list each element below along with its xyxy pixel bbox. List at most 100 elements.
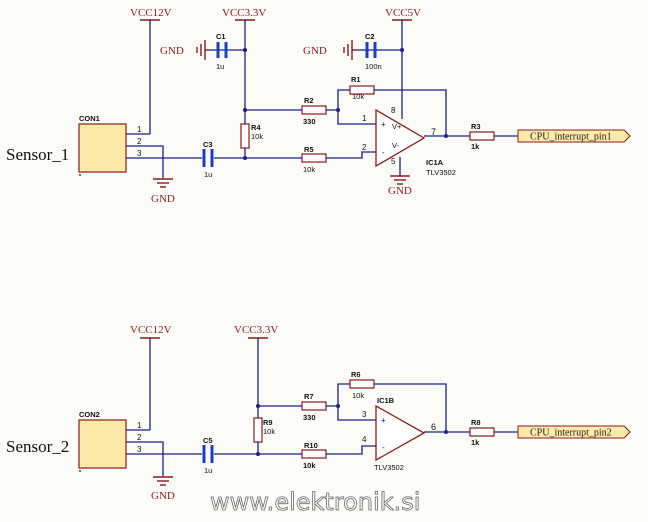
gnd-label-c1: GND [160, 45, 184, 57]
r5-body [301, 153, 327, 163]
opamp-ic1a-body [375, 108, 426, 168]
gnd-label-c2: GND [303, 45, 327, 57]
r3-ref: R3 [471, 122, 481, 131]
c2-value: 100n [365, 62, 382, 71]
r10-to-minus-wire [326, 445, 376, 455]
junction-r7 [256, 404, 260, 408]
ic1a-pin-vminus-number: 5 [391, 157, 396, 166]
r7-body [301, 401, 327, 411]
con2-ref: CON2 [79, 410, 100, 419]
junction-c1 [243, 48, 247, 52]
circuit-1: Sensor_1 CON1 1 2 3 VCC12V GND C3 1u VCC… [6, 7, 631, 205]
vcc12-label-2: VCC12V [130, 324, 172, 336]
r4-value: 10k [251, 132, 263, 141]
r7-to-plus-wire [326, 405, 376, 421]
vcc33-label-1: VCC3.3V [222, 7, 266, 19]
r8-ref: R8 [471, 418, 481, 427]
ic1a-ref: IC1A [426, 158, 444, 167]
r5-ref: R5 [304, 145, 314, 154]
gnd-label-con2: GND [151, 490, 175, 502]
con1-pin-marker [79, 174, 81, 176]
con2-pin3-number: 3 [137, 445, 142, 454]
c5-value: 1u [204, 466, 212, 475]
r5-value: 10k [303, 165, 315, 174]
vcc12-label-1: VCC12V [130, 7, 172, 19]
r1-value: 10k [352, 92, 364, 101]
circuit-2: Sensor_2 CON2 1 2 3 VCC12V GND C5 1u VCC… [6, 324, 631, 502]
con1-pin3-number: 3 [137, 149, 142, 158]
ic1a-vminus-sym: V- [392, 141, 400, 150]
ic1b-minus-sign: - [382, 443, 385, 452]
r10-value: 10k [303, 461, 316, 470]
r2-ref: R2 [304, 96, 314, 105]
r7-ref: R7 [304, 392, 314, 401]
c1-value: 1u [216, 62, 224, 71]
r3-value: 1k [471, 142, 480, 151]
ic1a-pin-out-number: 7 [431, 127, 436, 137]
r5-to-minus-wire [326, 151, 376, 159]
junction-r2 [243, 108, 247, 112]
ic1b-pin-out-number: 6 [431, 422, 436, 432]
watermark: www.elektronik.si [210, 488, 420, 516]
con2-pin1-number: 1 [137, 421, 142, 430]
r2-value: 330 [303, 117, 316, 126]
con1-body [78, 123, 127, 173]
net-port-cpu-pin2 [517, 425, 631, 439]
ic1a-pin-vplus-number: 8 [391, 106, 396, 115]
gnd-label-con1: GND [151, 193, 175, 205]
r10-ref: R10 [304, 441, 318, 450]
ic1b-part: TLV3502 [374, 463, 404, 472]
r6-body [349, 379, 375, 389]
ic1b-ref: IC1B [377, 396, 395, 405]
ic1a-pin-minus-number: 2 [362, 143, 367, 152]
net-port-cpu-pin1-label: CPU_interrupt_pin1 [530, 132, 612, 143]
r6-right-wire [374, 383, 447, 432]
ic1b-pin-minus-number: 4 [362, 435, 367, 444]
gnd-symbol-con1 [153, 178, 173, 188]
net-port-cpu-pin1 [517, 129, 631, 143]
vcc33-label-2: VCC3.3V [234, 324, 278, 336]
ic1a-plus-sign: + [381, 120, 386, 129]
net-port-cpu-pin2-label: CPU_interrupt_pin2 [530, 428, 612, 439]
r9-body [253, 417, 263, 443]
r7-value: 330 [303, 413, 316, 422]
gnd-symbol-con2 [153, 476, 173, 486]
junction-r9-bottom [256, 452, 260, 456]
ic1a-vplus-sym: V+ [392, 122, 402, 131]
r8-body [469, 427, 495, 437]
vcc5-label: VCC5V [385, 7, 421, 19]
ic1b-pin-plus-number: 3 [362, 410, 367, 419]
r9-value: 10k [263, 427, 275, 436]
r8-value: 1k [471, 438, 480, 447]
c1-ref: C1 [216, 32, 226, 41]
con1-ref: CON1 [79, 114, 100, 123]
r1-left-wire [337, 89, 350, 110]
r6-value: 10k [352, 391, 364, 400]
sensor-2-label: Sensor_2 [6, 437, 69, 456]
r1-ref: R1 [351, 75, 361, 84]
c2-ref: C2 [365, 32, 375, 41]
con2-pin-marker [79, 470, 81, 472]
con1-gnd-wire [150, 145, 164, 178]
junction-r4-bottom [243, 156, 247, 160]
gnd-symbol-c2 [343, 40, 355, 60]
r2-body [301, 105, 327, 115]
con1-pin1-number: 1 [137, 125, 142, 134]
junction-c2 [400, 48, 404, 52]
junction-out2 [444, 430, 448, 434]
opamp-ic1b-body [375, 404, 426, 462]
r10-body [301, 449, 327, 459]
r3-body [469, 131, 495, 141]
r4-body [240, 123, 250, 149]
c3-ref: C3 [203, 140, 213, 149]
c5-ref: C5 [203, 436, 213, 445]
ic1b-plus-sign: + [381, 416, 386, 425]
sensor-1-label: Sensor_1 [6, 145, 69, 164]
ic1a-minus-sign: - [382, 148, 385, 157]
con2-pin2-number: 2 [137, 433, 142, 442]
junction-out1 [444, 134, 448, 138]
ic1a-part: TLV3502 [426, 168, 456, 177]
gnd-symbol-c1 [196, 40, 208, 60]
con1-pin2-number: 2 [137, 137, 142, 146]
